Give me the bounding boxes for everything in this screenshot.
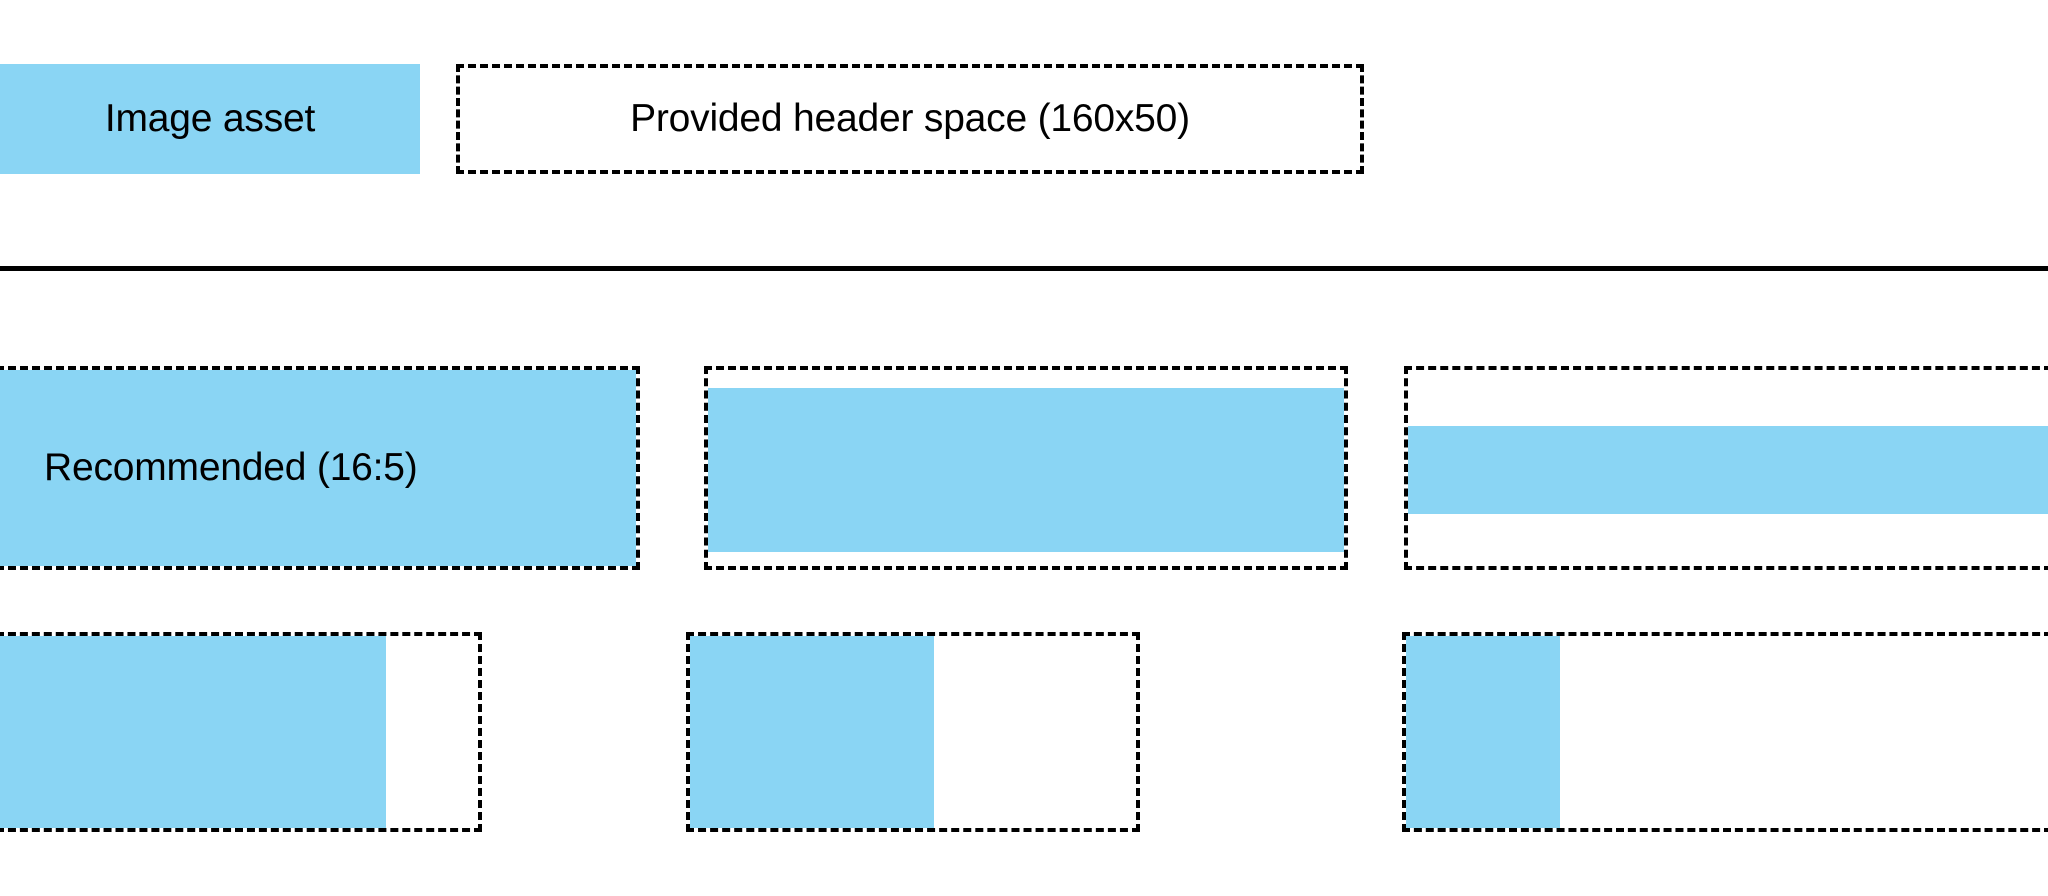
width-cell-3-frame: [1402, 632, 2048, 832]
section-divider: [0, 266, 2048, 271]
width-cell-3-fill: [1406, 636, 1560, 828]
header-row: Image asset Provided header space (160x5…: [0, 0, 2048, 268]
recommended-ratio-label: Recommended (16:5): [44, 446, 418, 489]
ratio-cell-1-frame: [0, 366, 640, 570]
provided-header-space-label: Provided header space (160x50): [630, 97, 1190, 140]
ratio-cell-3-fill: [1408, 426, 2048, 514]
width-cell-2-fill: [690, 636, 934, 828]
width-cell-2-frame: [686, 632, 1140, 832]
width-cell-1-fill: [0, 636, 386, 828]
ratio-cell-1-fill: [0, 370, 636, 566]
width-cell-1-frame: [0, 632, 482, 832]
image-asset-swatch: [0, 64, 420, 174]
ratio-cell-3-frame: [1404, 366, 2048, 570]
ratio-cell-2-frame: [704, 366, 1348, 570]
ratio-cell-2-fill: [708, 388, 1344, 552]
provided-header-space-frame: [456, 64, 1364, 174]
image-asset-label: Image asset: [104, 97, 316, 140]
